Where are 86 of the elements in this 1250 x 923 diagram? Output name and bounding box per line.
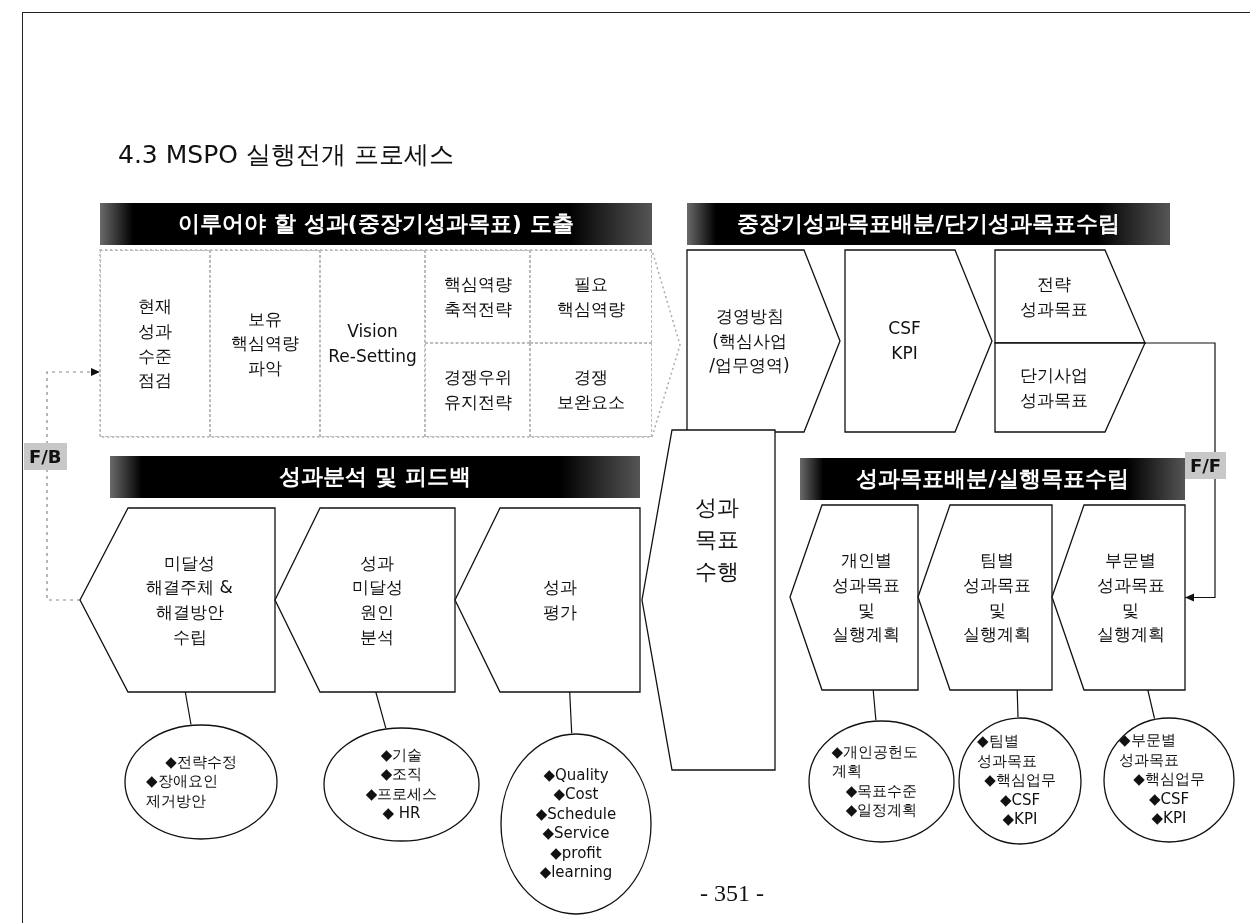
bullet-item: ◆전략수정 <box>165 752 237 773</box>
step-label: 경영방침 (핵심사업 /업무영역) <box>708 305 791 378</box>
bullet-item: ◆프로세스 <box>365 784 438 804</box>
step-label: 보유 핵심역량 파악 <box>230 307 300 380</box>
note-ellipse <box>958 717 1082 845</box>
step-label: CSF KPI <box>887 317 922 365</box>
stage-header <box>100 203 652 245</box>
leader-line <box>184 691 192 726</box>
step-label: 부문별 성과목표 및 실행계획 <box>1095 549 1166 647</box>
header-text: 이루어야 할 성과(중장기성과목표) 도출 <box>178 210 574 239</box>
process-step <box>80 508 275 692</box>
process-cell <box>320 250 425 437</box>
title: 4.3 MSPO 실행전개 프로세스 <box>118 139 454 171</box>
process-cell <box>425 343 530 437</box>
step-label: 성과 평가 <box>541 576 578 624</box>
step-label: 경쟁우위 유지전략 <box>442 366 513 414</box>
page-number: - 351 - <box>700 880 764 907</box>
process-step <box>918 505 1052 690</box>
note-ellipse <box>323 727 480 842</box>
process-step <box>455 508 640 692</box>
bullet-item: ◆CSF <box>1148 789 1190 810</box>
bullet-item: ◆기술 <box>380 745 423 765</box>
step-label: 단기사업 성과목표 <box>1019 363 1089 412</box>
process-step <box>1052 505 1185 690</box>
bullet-item: ◆부문별 성과목표 <box>1119 731 1180 771</box>
step-label: 필요 핵심역량 <box>556 272 626 321</box>
header-text: 중장기성과목표배분/단기성과목표수립 <box>737 210 1120 239</box>
stage-header <box>800 458 1185 500</box>
note-ellipse <box>124 724 278 840</box>
process-step <box>790 505 918 690</box>
note-ellipse <box>1103 717 1235 843</box>
bullet-item: ◆일정계획 <box>845 801 918 821</box>
bullet-item: ◆목표수준 <box>845 781 918 801</box>
note-ellipse <box>808 720 955 843</box>
bullet-item: ◆Service <box>542 824 610 844</box>
process-step <box>275 508 455 692</box>
edge-label: F/F <box>1185 452 1227 479</box>
step-label: 전략 성과목표 <box>1019 272 1089 321</box>
feedback-arrow <box>46 368 101 601</box>
leader-line <box>1147 689 1156 720</box>
note-ellipse <box>500 733 652 915</box>
step-label: Vision Re-Setting <box>327 319 418 368</box>
bullet-item: ◆Cost <box>553 785 599 805</box>
process-step <box>687 250 840 432</box>
leader-line <box>375 691 387 729</box>
feedback-arrow <box>1144 342 1216 602</box>
leader-line <box>569 691 573 734</box>
process-cell <box>210 250 320 437</box>
step-label: 개인별 성과목표 및 실행계획 <box>831 549 901 647</box>
stage-header <box>110 456 640 498</box>
process-step <box>995 250 1145 343</box>
bullet-item: ◆KPI <box>1002 810 1038 830</box>
bullet-item: ◆CSF <box>999 790 1041 811</box>
process-cell <box>530 250 652 343</box>
process-step <box>995 343 1145 432</box>
stage-header <box>687 203 1170 245</box>
process-cell <box>530 343 652 437</box>
bullet-item: ◆장애요인 제거방안 <box>146 772 219 812</box>
bullet-item: ◆learning <box>539 863 613 883</box>
step-label: 미달성 해결주체 & 해결방안 수립 <box>145 551 234 649</box>
leader-line <box>872 689 877 721</box>
process-step <box>642 430 775 770</box>
bullet-item: ◆조직 <box>380 765 423 785</box>
step-label: 팀별 성과목표 및 실행계획 <box>962 549 1032 647</box>
bullet-item: ◆ HR <box>382 804 421 824</box>
step-label: 경쟁 보완요소 <box>556 366 626 414</box>
process-step <box>845 250 992 432</box>
bullet-item: ◆핵심업무 <box>984 771 1056 791</box>
bullet-item: ◆팀별 성과목표 <box>977 732 1038 772</box>
header-text: 성과목표배분/실행목표수립 <box>856 465 1129 494</box>
step-label: 성과 목표 수행 <box>693 494 740 586</box>
step-label: 현재 성과 수준 점검 <box>137 295 173 393</box>
bullet-item: ◆핵심업무 <box>1133 770 1205 790</box>
header-text: 성과분석 및 피드백 <box>279 463 471 492</box>
bullet-item: ◆Quality <box>543 765 609 785</box>
bullet-item: ◆Schedule <box>535 804 617 824</box>
step-label: 핵심역량 축적전략 <box>442 272 513 321</box>
bullet-item: ◆profit <box>550 843 602 863</box>
process-step <box>100 250 680 437</box>
process-cell <box>100 250 210 437</box>
bullet-item: ◆개인공헌도 계획 <box>831 742 920 782</box>
bullet-item: ◆KPI <box>1151 809 1187 829</box>
edge-label: F/B <box>24 443 67 470</box>
step-label: 성과 미달성 원인 분석 <box>350 551 404 649</box>
process-cell <box>425 250 530 343</box>
leader-line <box>1016 689 1019 718</box>
